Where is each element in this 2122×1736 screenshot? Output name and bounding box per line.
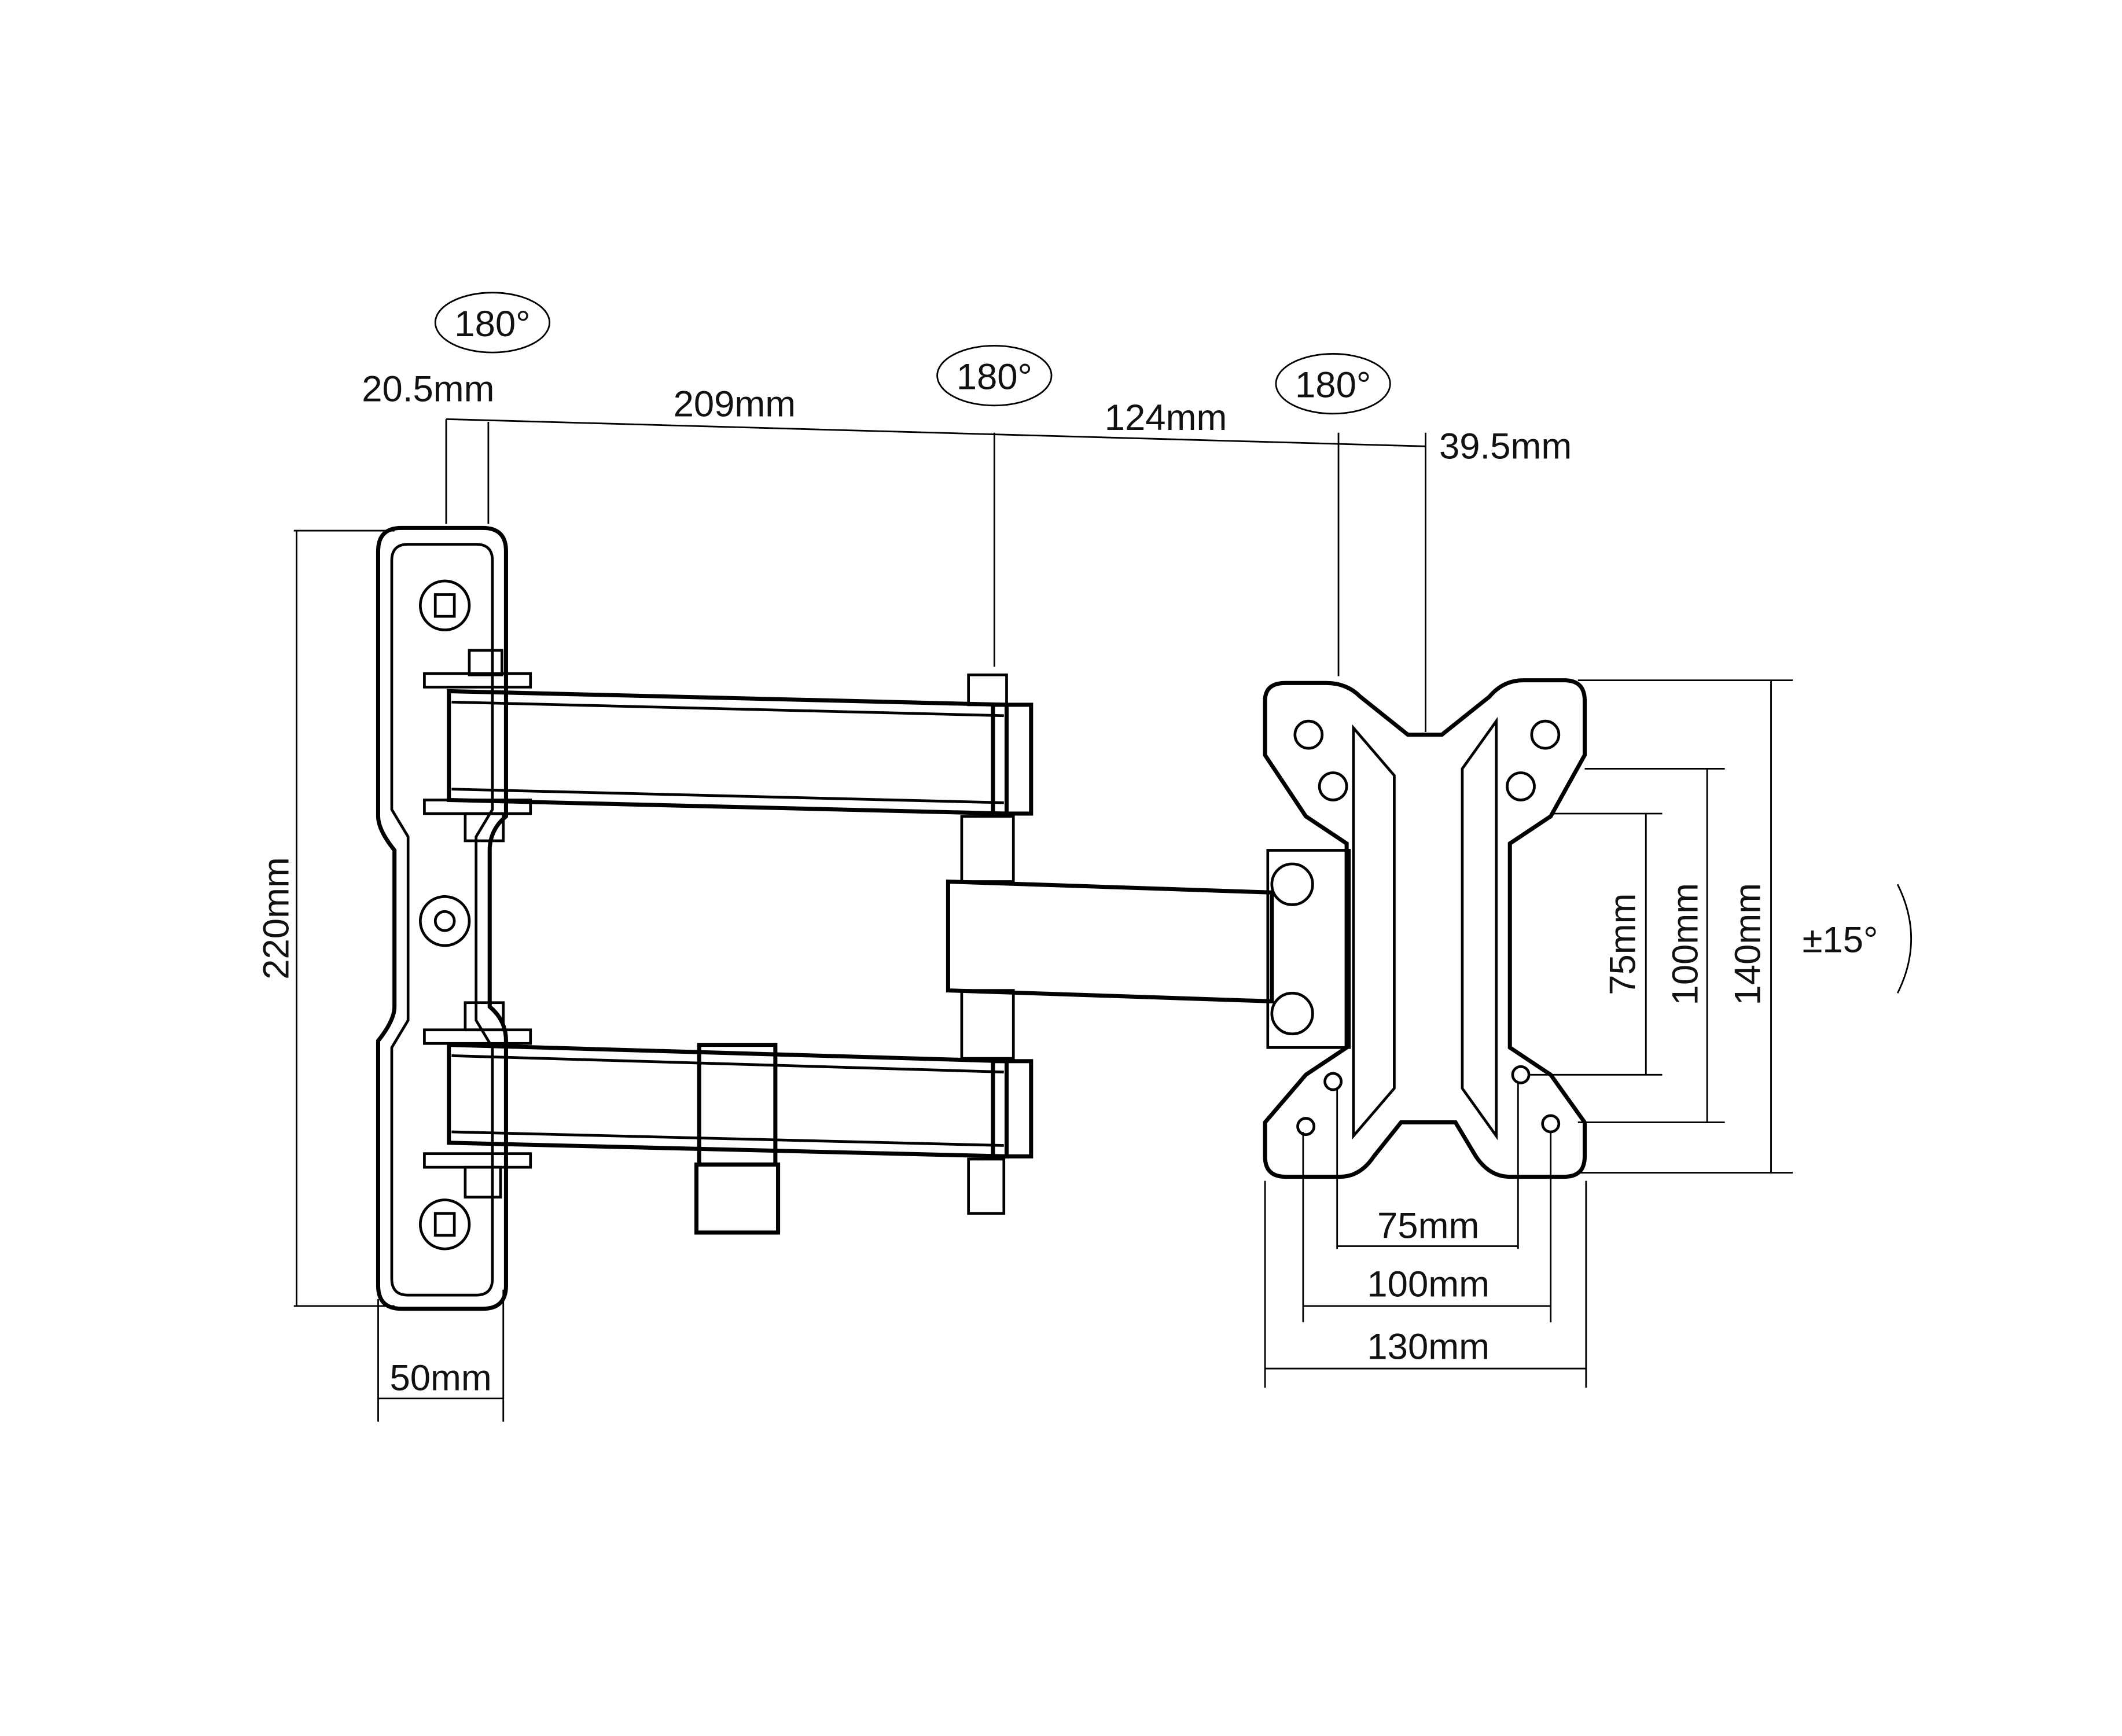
tilt-label: ±15°: [1803, 920, 1878, 961]
wall-plate-height-label: 220mm: [256, 857, 296, 980]
rotation-badge-head: 180°: [1275, 353, 1391, 415]
vesa-v-75-label: 75mm: [1602, 893, 1643, 995]
vesa-v-100-label: 100mm: [1665, 883, 1706, 1006]
rotation-badge-middle: 180°: [936, 344, 1053, 407]
head-depth-label: 39.5mm: [1439, 426, 1572, 466]
vesa-h-100-label: 100mm: [1367, 1264, 1490, 1304]
plate-width-label: 130mm: [1367, 1327, 1490, 1367]
arm1-length-label: 209mm: [674, 384, 796, 425]
svg-text:180°: 180°: [957, 357, 1032, 398]
lower-arm: [423, 1001, 1034, 1235]
wall-offset-label: 20.5mm: [362, 369, 494, 410]
wall-plate-width-label: 50mm: [389, 1358, 491, 1399]
svg-text:180°: 180°: [1295, 365, 1371, 406]
plate-height-label: 140mm: [1728, 883, 1768, 1006]
vesa-h-75-label: 75mm: [1377, 1205, 1479, 1246]
svg-text:180°: 180°: [454, 304, 530, 344]
dimension-lines: [293, 418, 1912, 1422]
vesa-plate: [1263, 678, 1587, 1179]
middle-arm: [946, 815, 1351, 1060]
rotation-badge-wall: 180°: [434, 292, 551, 354]
arm2-length-label: 124mm: [1105, 398, 1227, 438]
wall-plate: [376, 525, 508, 1311]
upper-arm: [423, 649, 1034, 843]
